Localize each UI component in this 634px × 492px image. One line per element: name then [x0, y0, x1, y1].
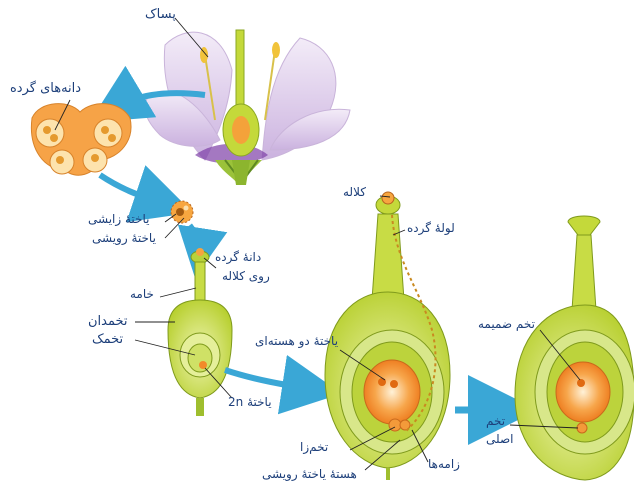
- anther: [31, 104, 131, 176]
- seed-pistil: [515, 216, 634, 480]
- label-stamen: پساک: [145, 8, 176, 22]
- flower: [145, 30, 350, 185]
- label-ovary: تخمدان: [88, 315, 128, 329]
- fertilization-pistil: [325, 192, 450, 480]
- label-vegetative-cell: یاختهٔ رویشی: [92, 232, 156, 245]
- label-binucleate-cell: یاختهٔ دو هسته‌ای: [255, 335, 338, 348]
- label-generative-cell: یاختهٔ زایشی: [88, 213, 149, 226]
- label-pollen-grains: دانه‌های گرده: [10, 82, 81, 96]
- label-ovule: تخمک: [92, 333, 123, 347]
- label-egg: تخم‌زا: [300, 441, 328, 454]
- label-pollen-on-stigma-line1: دانهٔ گرده: [215, 251, 261, 264]
- arrow-to-fertilization: [225, 370, 318, 390]
- arrow-anther-to-pollen: [100, 175, 170, 205]
- label-style: خامه: [130, 288, 154, 301]
- label-pollen-on-stigma-line2: روی کلاله: [222, 270, 270, 283]
- label-cell-2n: یاختهٔ 2n: [228, 396, 272, 409]
- label-stigma: کلاله: [343, 186, 366, 199]
- label-pollen-tube: لولهٔ گرده: [407, 222, 455, 235]
- label-sperms: زامه‌ها: [428, 458, 460, 471]
- label-vegetative-nucleus: هستهٔ یاختهٔ رویشی: [262, 468, 357, 481]
- label-main-zygote-line1: تخم: [486, 415, 505, 428]
- label-endosperm-zygote: تخم ضمیمه: [478, 318, 535, 331]
- label-main-zygote-line2: اصلی: [486, 433, 514, 446]
